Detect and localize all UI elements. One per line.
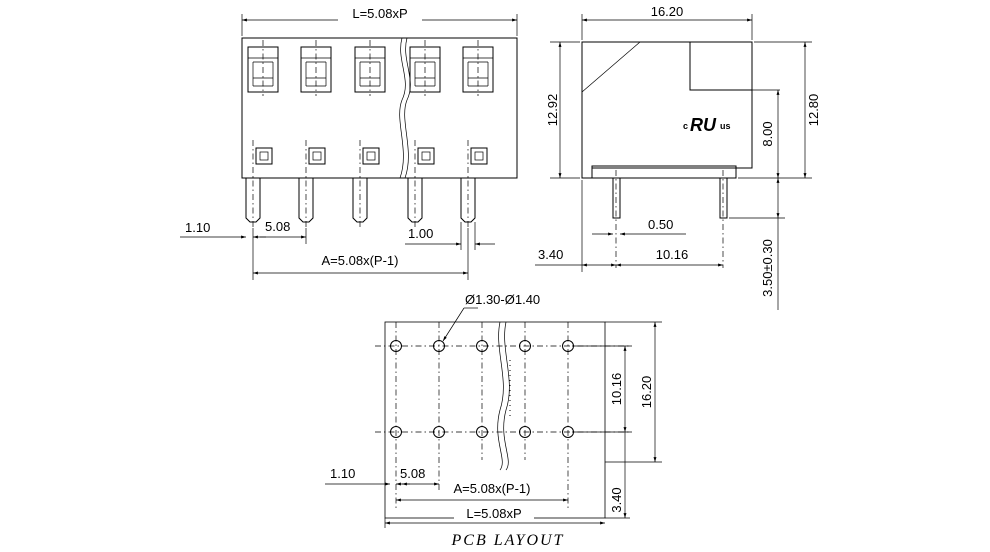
pcb-row-pitch-label: 10.16 — [609, 373, 624, 406]
side-body-outline — [581, 41, 753, 179]
pcb-offset-label: 3.40 — [609, 487, 624, 512]
side-pin-left — [612, 177, 621, 219]
side-height-label: 12.92 — [545, 94, 560, 127]
front-length-label: L=5.08xP — [352, 6, 407, 21]
side-row-pitch-label: 10.16 — [656, 247, 689, 262]
front-break-line — [399, 37, 406, 179]
front-view: L=5.08xP — [180, 6, 518, 280]
side-view: c RU us 16.20 12.92 12.80 8.00 3.50±0.30 — [535, 4, 821, 310]
ul-cert-mark: c RU us — [683, 115, 731, 135]
pcb-caption: PCB LAYOUT — [451, 532, 565, 549]
pcb-hole-label: Ø1.30-Ø1.40 — [465, 292, 540, 307]
side-upper-height-label: 8.00 — [760, 121, 775, 146]
front-screw-heads — [255, 147, 488, 165]
pocket-4 — [409, 40, 441, 96]
side-pin-right — [719, 177, 728, 219]
pcb-pin-width-label: 1.10 — [330, 466, 355, 481]
pocket-1 — [247, 40, 279, 96]
front-pins — [245, 140, 476, 228]
pcb-holes — [390, 340, 574, 438]
pcb-layout: Ø1.30-Ø1.40 10.16 16.20 3.40 1.10 5.08 A… — [325, 292, 662, 549]
side-width-label: 16.20 — [651, 4, 684, 19]
pocket-2 — [300, 40, 332, 96]
pcb-depth-label: 16.20 — [639, 376, 654, 409]
side-height-right-label: 12.80 — [806, 94, 821, 127]
front-span-label: A=5.08x(P-1) — [322, 253, 399, 268]
svg-text:c: c — [683, 121, 688, 131]
svg-text:us: us — [720, 121, 731, 131]
pcb-length-label: L=5.08xP — [466, 506, 521, 521]
front-pitch-label: 5.08 — [265, 219, 290, 234]
pcb-span-label: A=5.08x(P-1) — [454, 481, 531, 496]
front-terminal-pockets — [247, 40, 494, 96]
svg-text:RU: RU — [690, 115, 717, 135]
side-pin-length-label: 3.50±0.30 — [760, 239, 775, 297]
front-pin-thickness-label: 1.00 — [408, 226, 433, 241]
front-pin-width-label: 1.10 — [185, 220, 210, 235]
pcb-pitch-label: 5.08 — [400, 466, 425, 481]
front-body-outline — [241, 37, 518, 179]
pocket-3 — [354, 40, 386, 96]
pocket-5 — [462, 40, 494, 96]
side-pin-thickness-label: 0.50 — [648, 217, 673, 232]
side-offset-label: 3.40 — [538, 247, 563, 262]
pcb-break-line — [497, 321, 504, 471]
